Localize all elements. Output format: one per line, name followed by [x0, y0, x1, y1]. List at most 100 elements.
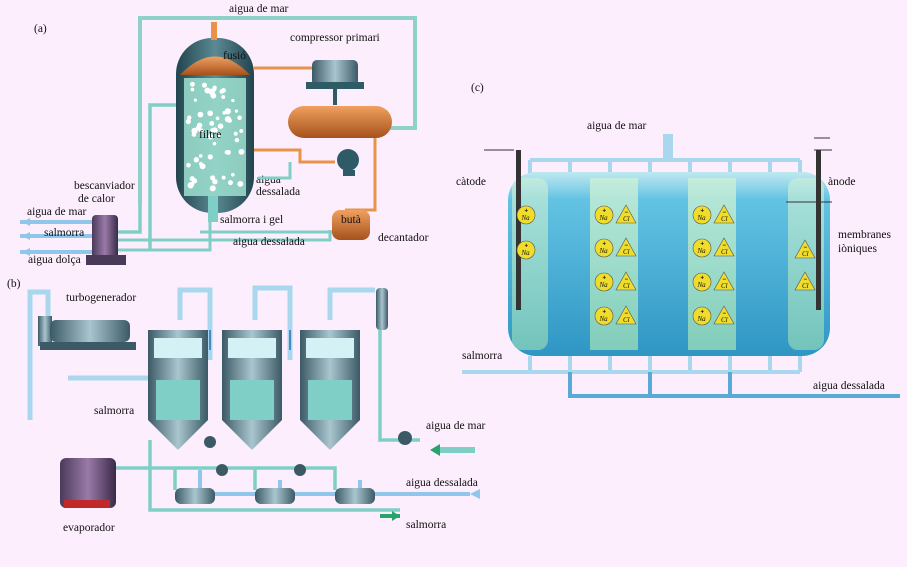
anode-electrode: [816, 150, 821, 310]
ion-charge: −: [804, 245, 808, 251]
ice-crystal: [212, 141, 217, 146]
ion-charge: −: [625, 243, 629, 249]
bottom-manifold: [462, 356, 802, 374]
ion-charge: +: [701, 310, 705, 316]
ice-crystal: [201, 82, 207, 88]
ice-crystal: [210, 175, 216, 181]
turbogenerator-base: [40, 342, 136, 350]
seawater-inlet-arrow: [430, 444, 440, 456]
anode-channel: [788, 178, 824, 350]
electrodialysis-tank: [508, 172, 830, 356]
ion-symbol: Na: [697, 214, 707, 222]
ion-charge: +: [603, 310, 607, 316]
ice-crystal: [185, 119, 191, 125]
ion-charge: −: [804, 277, 808, 283]
panel-b-tag: (b): [7, 278, 21, 290]
brine-out-arrow: [392, 511, 400, 521]
decanter-label: decantador: [378, 232, 429, 244]
chloride-ion: −Cl: [615, 305, 637, 325]
pump-b-1: [216, 464, 228, 476]
ice-crystal: [197, 111, 204, 118]
panel-b: (b) turbogenerador evaporador salmorra: [7, 278, 486, 534]
vessel-bottom-outlet: [208, 196, 218, 222]
filter-label: filtre: [199, 129, 221, 141]
anode-label: ànode: [828, 176, 855, 188]
outlet-pipes-left: [20, 220, 95, 254]
ice-crystal: [207, 110, 214, 117]
desal-label-c: aigua dessalada: [813, 380, 885, 392]
ice-crystal: [237, 180, 244, 187]
ice-crystal: [231, 172, 235, 177]
ion-symbol: Na: [599, 281, 609, 289]
ice-crystal: [190, 87, 195, 92]
evaporator-fire: [64, 500, 110, 508]
brine-label-b: salmorra: [94, 405, 134, 417]
ice-crystal: [189, 81, 195, 87]
ion-symbol: Cl: [623, 248, 630, 256]
chloride-ion: −Cl: [615, 271, 637, 291]
leader-lines: [484, 137, 832, 203]
ion-charge: −: [723, 243, 727, 249]
ice-crystal: [224, 116, 231, 123]
ice-crystal: [209, 121, 215, 126]
butane-label: butà: [341, 214, 361, 226]
ice-crystal: [191, 132, 197, 137]
seawater-loop-pipe: [138, 16, 417, 205]
chloride-ion: −Cl: [615, 204, 637, 224]
brine-out-label: salmorra: [406, 519, 446, 531]
ice-crystal: [224, 150, 229, 155]
flash-stage-3: [300, 330, 360, 450]
seawater-left-label: aigua de mar: [27, 206, 87, 218]
ice-crystal: [187, 115, 192, 120]
fusion-label: fusió: [223, 50, 246, 62]
pump-b-2: [294, 464, 306, 476]
heat-exchanger-b-2: [255, 488, 295, 504]
ion-charge: −: [625, 311, 629, 317]
ion-charge: +: [701, 209, 705, 215]
vessel-top-pipe: [211, 22, 217, 40]
sodium-ion: +Na: [594, 238, 614, 258]
ice-crystal: [234, 109, 239, 113]
ice-crystal: [199, 163, 206, 170]
desal-pipe: [258, 162, 292, 180]
steam-flow-arrows: [209, 330, 291, 350]
ice-crystal: [224, 108, 231, 115]
ion-charge: −: [625, 277, 629, 283]
chloride-ion: −Cl: [794, 271, 816, 291]
ion-symbol: Cl: [802, 282, 809, 290]
seawater-pump: [398, 431, 412, 445]
ion-charge: −: [723, 277, 727, 283]
turbogenerator: [50, 320, 130, 342]
ion-charge: −: [723, 210, 727, 216]
condenser-tank: [288, 106, 392, 138]
ice-crystal: [204, 87, 211, 94]
heat-exchanger: [92, 215, 118, 263]
ice-crystal: [210, 128, 215, 133]
pump-a: [337, 149, 359, 171]
sodium-ion: +Na: [692, 306, 712, 326]
ice-crystal: [207, 134, 214, 140]
chloride-ion: −Cl: [713, 204, 735, 224]
ion-charge: +: [525, 244, 529, 250]
ice-crystals: [185, 81, 245, 192]
ion-symbol: Cl: [721, 248, 728, 256]
turbine-end: [38, 316, 52, 346]
ion-charge: +: [701, 242, 705, 248]
ice-crystal: [228, 180, 233, 186]
chloride-ion: −Cl: [713, 271, 735, 291]
cathode-electrode: [516, 150, 521, 310]
sodium-ion: +Na: [692, 238, 712, 258]
sodium-ion: +Na: [594, 205, 614, 225]
sodium-ion: +Na: [594, 306, 614, 326]
sodium-ion: +Na: [692, 272, 712, 292]
ion-symbol: Na: [521, 214, 531, 222]
ice-crystal: [193, 98, 197, 102]
compressor-body: [312, 60, 358, 86]
heat-exchanger-b-1: [175, 488, 215, 504]
ice-crystal: [198, 154, 203, 158]
sodium-ion: +Na: [692, 205, 712, 225]
ion-charge: +: [525, 209, 529, 215]
chloride-ion: −Cl: [713, 237, 735, 257]
desal-bottom-label: aigua dessalada: [233, 236, 305, 248]
